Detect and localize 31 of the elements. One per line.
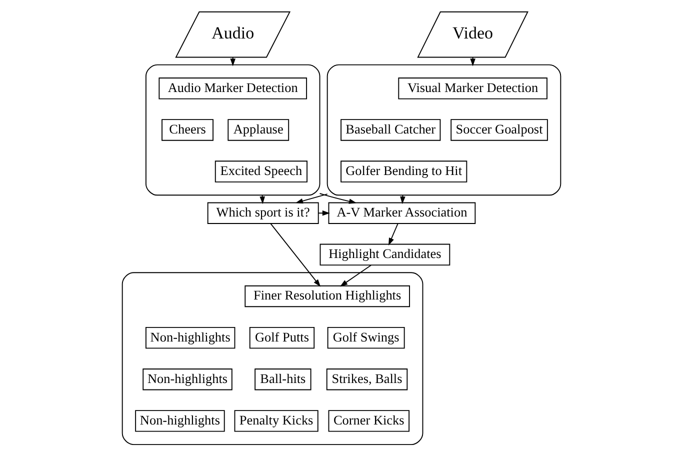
node-box: Applause [227, 119, 289, 141]
node-box: Which sport is it? [206, 202, 318, 224]
node-box: Non-highlights [144, 326, 235, 349]
node-box: Penalty Kicks [234, 410, 318, 432]
node-box: Non-highlights [142, 368, 232, 390]
arrow [259, 194, 264, 204]
node-box: Visual Marker Detection [398, 78, 547, 100]
node-box: Non-highlights [134, 410, 224, 432]
node-box: A-V Marker Association [328, 202, 476, 224]
node-box: Golf Putts [248, 326, 314, 349]
arrow [270, 223, 320, 287]
node-box: Strikes, Balls [326, 368, 408, 390]
node-box: Excited Speech [214, 160, 307, 182]
node-box: Baseball Catcher [340, 119, 440, 141]
cluster [326, 64, 561, 196]
node-box: Ball-hits [254, 368, 311, 390]
node-box: Golfer Bending to Hit [340, 160, 467, 182]
node-box: Soccer Goalpost [450, 119, 548, 141]
node-box: Highlight Candidates [319, 244, 450, 266]
node-box: Golf Swings [326, 326, 404, 349]
cluster [121, 272, 423, 446]
node-box: Audio Marker Detection [158, 78, 307, 100]
arrow [388, 223, 398, 246]
node-box: Corner Kicks [328, 410, 410, 432]
arrow [317, 210, 330, 216]
node-box: Cheers [161, 119, 213, 141]
arrow [318, 193, 356, 204]
node-box: Finer Resolution Highlights [244, 285, 410, 308]
arrow [339, 264, 371, 287]
cluster [144, 64, 320, 196]
arrow [294, 194, 328, 204]
